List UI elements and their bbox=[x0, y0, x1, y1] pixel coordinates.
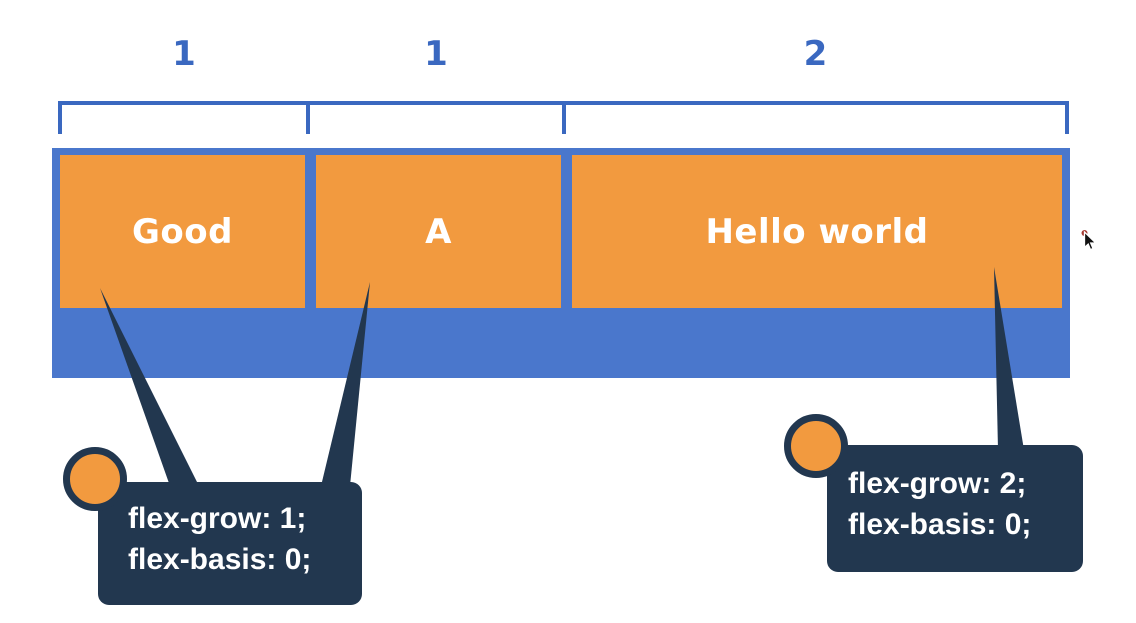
callout-marker-dot-icon bbox=[63, 447, 127, 511]
mouse-cursor-icon bbox=[1081, 230, 1098, 251]
callout-flex-grow-2: flex-grow: 2; flex-basis: 0; bbox=[827, 445, 1083, 572]
width-bracket-3 bbox=[562, 101, 1069, 134]
flex-item-a: A bbox=[316, 155, 561, 308]
callout-code-line: flex-grow: 1; bbox=[128, 502, 307, 535]
flex-grow-value-label-2: 1 bbox=[424, 34, 448, 74]
callout-marker-dot-icon bbox=[784, 414, 848, 478]
callout-flex-grow-1: flex-grow: 1; flex-basis: 0; bbox=[98, 482, 362, 605]
width-bracket-1 bbox=[58, 101, 310, 134]
callout-code-line: flex-basis: 0; bbox=[128, 543, 312, 576]
flex-item-hello-world: Hello world bbox=[572, 155, 1062, 308]
flex-container: Good A Hello world bbox=[52, 148, 1070, 378]
callout-code-line: flex-grow: 2; bbox=[848, 467, 1027, 500]
callout-code-line: flex-basis: 0; bbox=[848, 508, 1032, 541]
flex-item-good: Good bbox=[60, 155, 305, 308]
flex-grow-value-label-1: 1 bbox=[172, 34, 196, 74]
flex-grow-value-label-3: 2 bbox=[803, 34, 828, 74]
width-bracket-2 bbox=[306, 101, 566, 134]
